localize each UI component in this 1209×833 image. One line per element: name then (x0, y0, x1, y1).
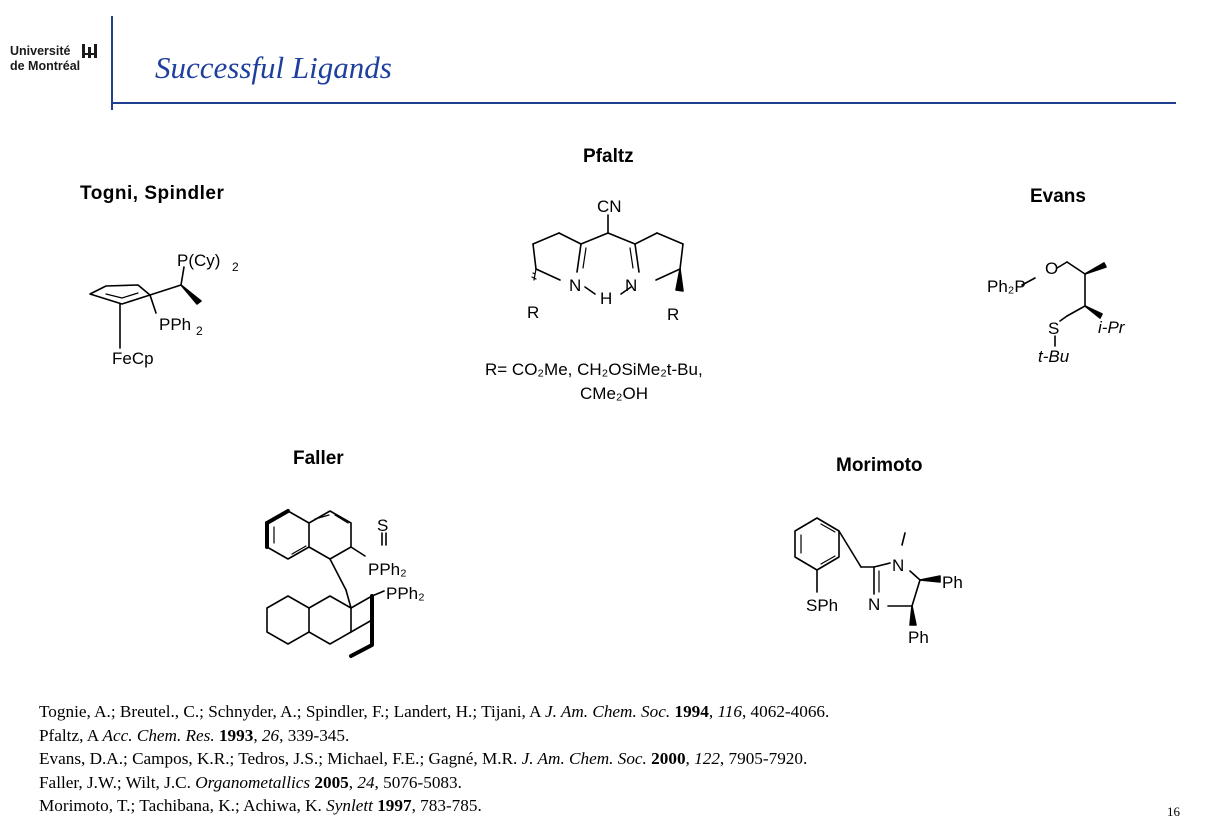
reference-volume: 122 (694, 749, 720, 769)
faller-pph2-top: PPh₂ (368, 560, 407, 579)
togni-top-group: P(Cy) (177, 251, 220, 270)
togni-metal: FeCp (112, 349, 154, 368)
morimoto-sph: SPh (806, 596, 838, 615)
pfaltz-r-definitions-2: CMe₂OH (580, 384, 648, 403)
ligand-structures-figure: Togni, Spindler P(Cy) 2 PPh 2 FeCp Pfalt… (80, 146, 1126, 658)
reference-year: 1993 (218, 725, 254, 745)
references-list: Tognie, A.; Breutel., C.; Schnyder, A.; … (39, 700, 829, 818)
togni-structure (89, 266, 202, 349)
pfaltz-n-left: N (569, 276, 581, 295)
reference-pages: 339-345. (287, 725, 350, 745)
togni-side-group: PPh (159, 315, 191, 334)
morimoto-n-bottom: N (868, 595, 880, 614)
logo-emblem-icon (82, 44, 97, 58)
reference-journal: Organometallics (195, 772, 311, 792)
morimoto-structure (794, 517, 941, 626)
reference-authors: Tognie, A.; Breutel., C.; Schnyder, A.; … (39, 702, 545, 721)
reference-pages: 783-785. (420, 796, 482, 816)
reference-pages: 5076-5083. (383, 772, 462, 792)
togni-top-sub: 2 (232, 260, 239, 274)
faller-s: S (377, 516, 388, 535)
reference-year: 2000 (651, 749, 686, 769)
header-horizontal-rule (111, 102, 1176, 104)
reference-authors: Faller, J.W.; Wilt, J.C. (39, 772, 196, 792)
evans-label: Evans (1030, 186, 1086, 207)
reference-pages: 7905-7920. (728, 749, 808, 769)
reference-volume: 26 (261, 725, 280, 745)
logo-line-1: Université (10, 44, 71, 58)
pfaltz-structure (531, 214, 684, 295)
pfaltz-label: Pfaltz (583, 146, 634, 167)
page-number: 16 (1167, 804, 1180, 819)
reference-year: 1997 (377, 796, 412, 816)
pfaltz-r-definitions-1: R= CO₂Me, CH₂OSiMe₂t-Bu, (485, 360, 703, 379)
page-title: Successful Ligands (155, 50, 392, 85)
reference-journal: J. Am. Chem. Soc. (521, 749, 647, 769)
togni-label: Togni, Spindler (80, 183, 224, 204)
pfaltz-r-right: R (667, 305, 679, 324)
togni-side-sub: 2 (196, 324, 203, 338)
reference-item: Tognie, A.; Breutel., C.; Schnyder, A.; … (39, 702, 830, 721)
logo-line-2: de Montréal (10, 59, 81, 73)
faller-label: Faller (293, 448, 344, 469)
morimoto-label: Morimoto (836, 455, 923, 476)
reference-year: 1994 (674, 702, 709, 721)
reference-item: Morimoto, T.; Tachibana, K.; Achiwa, K. … (39, 796, 482, 816)
reference-authors: Evans, D.A.; Campos, K.R.; Tedros, J.S.;… (39, 749, 522, 769)
reference-item: Faller, J.W.; Wilt, J.C. Organometallics… (39, 772, 462, 792)
reference-journal: Acc. Chem. Res. (102, 725, 215, 745)
morimoto-ph-bottom: Ph (908, 628, 929, 647)
morimoto-n-top: N (892, 556, 904, 575)
reference-year: 2005 (314, 772, 349, 792)
reference-journal: J. Am. Chem. Soc. (544, 702, 671, 721)
evans-tbu: t-Bu (1038, 347, 1070, 366)
evans-o: O (1045, 259, 1058, 278)
university-logo: Université de Montréal (10, 44, 106, 82)
reference-authors: Pfaltz, A (39, 725, 103, 745)
reference-journal: Synlett (326, 796, 373, 816)
evans-s: S (1048, 319, 1059, 338)
reference-authors: Morimoto, T.; Tachibana, K.; Achiwa, K. (39, 796, 327, 816)
faller-pph2-bottom: PPh₂ (386, 584, 425, 603)
reference-item: Evans, D.A.; Campos, K.R.; Tedros, J.S.;… (39, 749, 808, 769)
reference-item: Pfaltz, A Acc. Chem. Res. 1993, 26, 339-… (39, 725, 350, 745)
pfaltz-h: H (600, 289, 612, 308)
reference-pages: 4062-4066. (750, 702, 830, 721)
evans-ipr: i-Pr (1098, 318, 1126, 337)
pfaltz-cn: CN (597, 197, 622, 216)
evans-structure (1021, 261, 1107, 347)
pfaltz-r-left: R (527, 303, 539, 322)
reference-volume: 116 (717, 702, 742, 721)
morimoto-ph-top: Ph (942, 573, 963, 592)
reference-volume: 24 (357, 772, 375, 792)
pfaltz-n-right: N (625, 276, 637, 295)
evans-ph2p: Ph₂P (987, 277, 1026, 296)
header-vertical-rule (111, 16, 113, 110)
faller-structure (265, 509, 387, 658)
